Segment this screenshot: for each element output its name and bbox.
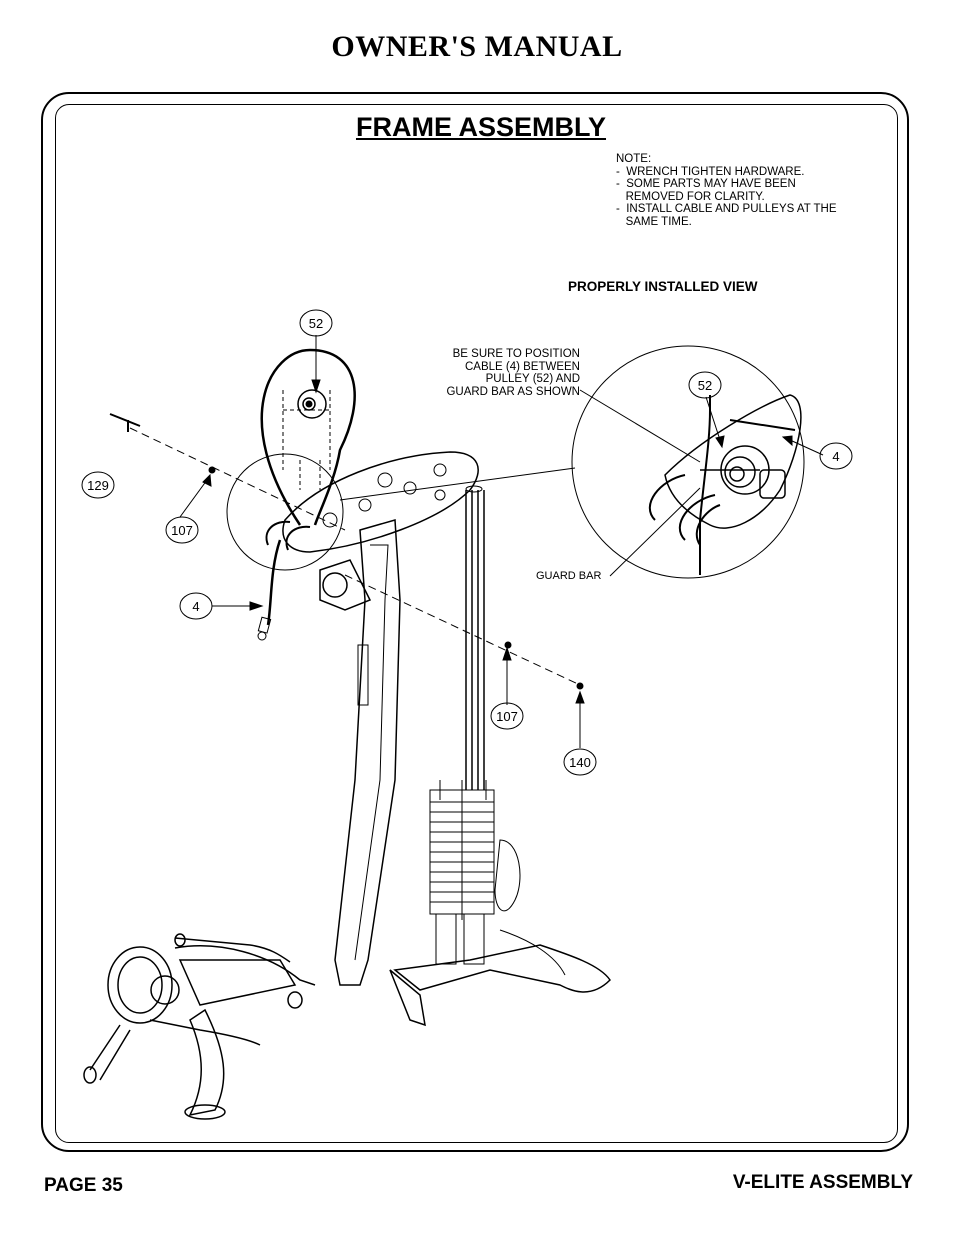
document-name: V-ELITE ASSEMBLY [732, 1172, 913, 1193]
dashed-axis-line [344, 574, 581, 686]
detail-view-circle [571, 345, 805, 579]
callout-line: BE SURE TO POSITION [452, 348, 580, 360]
section-title: FRAME ASSEMBLY [355, 112, 607, 142]
detail-connector-line [339, 467, 576, 501]
part-number-52-detail: 52 [698, 378, 712, 393]
detail-reference-circle [226, 453, 344, 571]
part-circle-52-detail [688, 371, 722, 399]
cable-loop [260, 348, 356, 526]
detail-view-title: PROPERLY INSTALLED VIEW [568, 279, 758, 294]
part-number-129: 129 [87, 478, 109, 493]
main-post [334, 519, 401, 986]
nut-107-right [504, 641, 512, 649]
callout-line: CABLE (4) BETWEEN [464, 360, 580, 373]
weight-stack [429, 780, 495, 965]
part-circle-140 [563, 748, 597, 776]
part-circle-107 [165, 516, 199, 544]
bolt-129 [109, 413, 141, 427]
bolt-140 [576, 682, 584, 690]
callout-line: GUARD BAR AS SHOWN [446, 385, 580, 398]
cable-position-callout: BE SURE TO POSITION CABLE (4) BETWEEN PU… [420, 348, 580, 398]
page-frame-inner [55, 104, 898, 1143]
part-circle-4 [179, 592, 213, 620]
part-number-140: 140 [569, 755, 591, 770]
callout-leader [579, 389, 701, 463]
part-number-107: 107 [171, 523, 193, 538]
manual-title: OWNER'S MANUAL [331, 30, 623, 63]
page-number: PAGE 35 [44, 1175, 123, 1196]
pulley-52 [297, 389, 327, 419]
top-frame-arm [282, 451, 479, 553]
part-circle-52 [299, 309, 333, 337]
detail-pulley-closeup [648, 394, 802, 575]
cable-4-end [266, 539, 282, 626]
part-circle-107-right [490, 702, 524, 730]
guard-bar-leader [609, 487, 701, 577]
guard-bar-label: GUARD BAR [536, 570, 602, 582]
post-slot [357, 644, 369, 706]
page-frame-outer [41, 92, 909, 1152]
detail-cable [699, 395, 711, 575]
nut-107-left [208, 466, 216, 474]
rear-base [393, 944, 611, 993]
dashed-axis-line [129, 427, 346, 531]
part-circle-4-detail [819, 442, 853, 470]
part-number-52: 52 [309, 316, 323, 331]
front-assembly [83, 933, 316, 1120]
part-number-4: 4 [192, 599, 199, 614]
assembly-note: NOTE: - WRENCH TIGHTEN HARDWARE. - SOME … [616, 153, 837, 228]
part-number-4-detail: 4 [832, 449, 839, 464]
part-circle-129 [81, 471, 115, 499]
callout-line: PULLEY (52) AND [485, 373, 580, 385]
part-number-107-right: 107 [496, 709, 518, 724]
